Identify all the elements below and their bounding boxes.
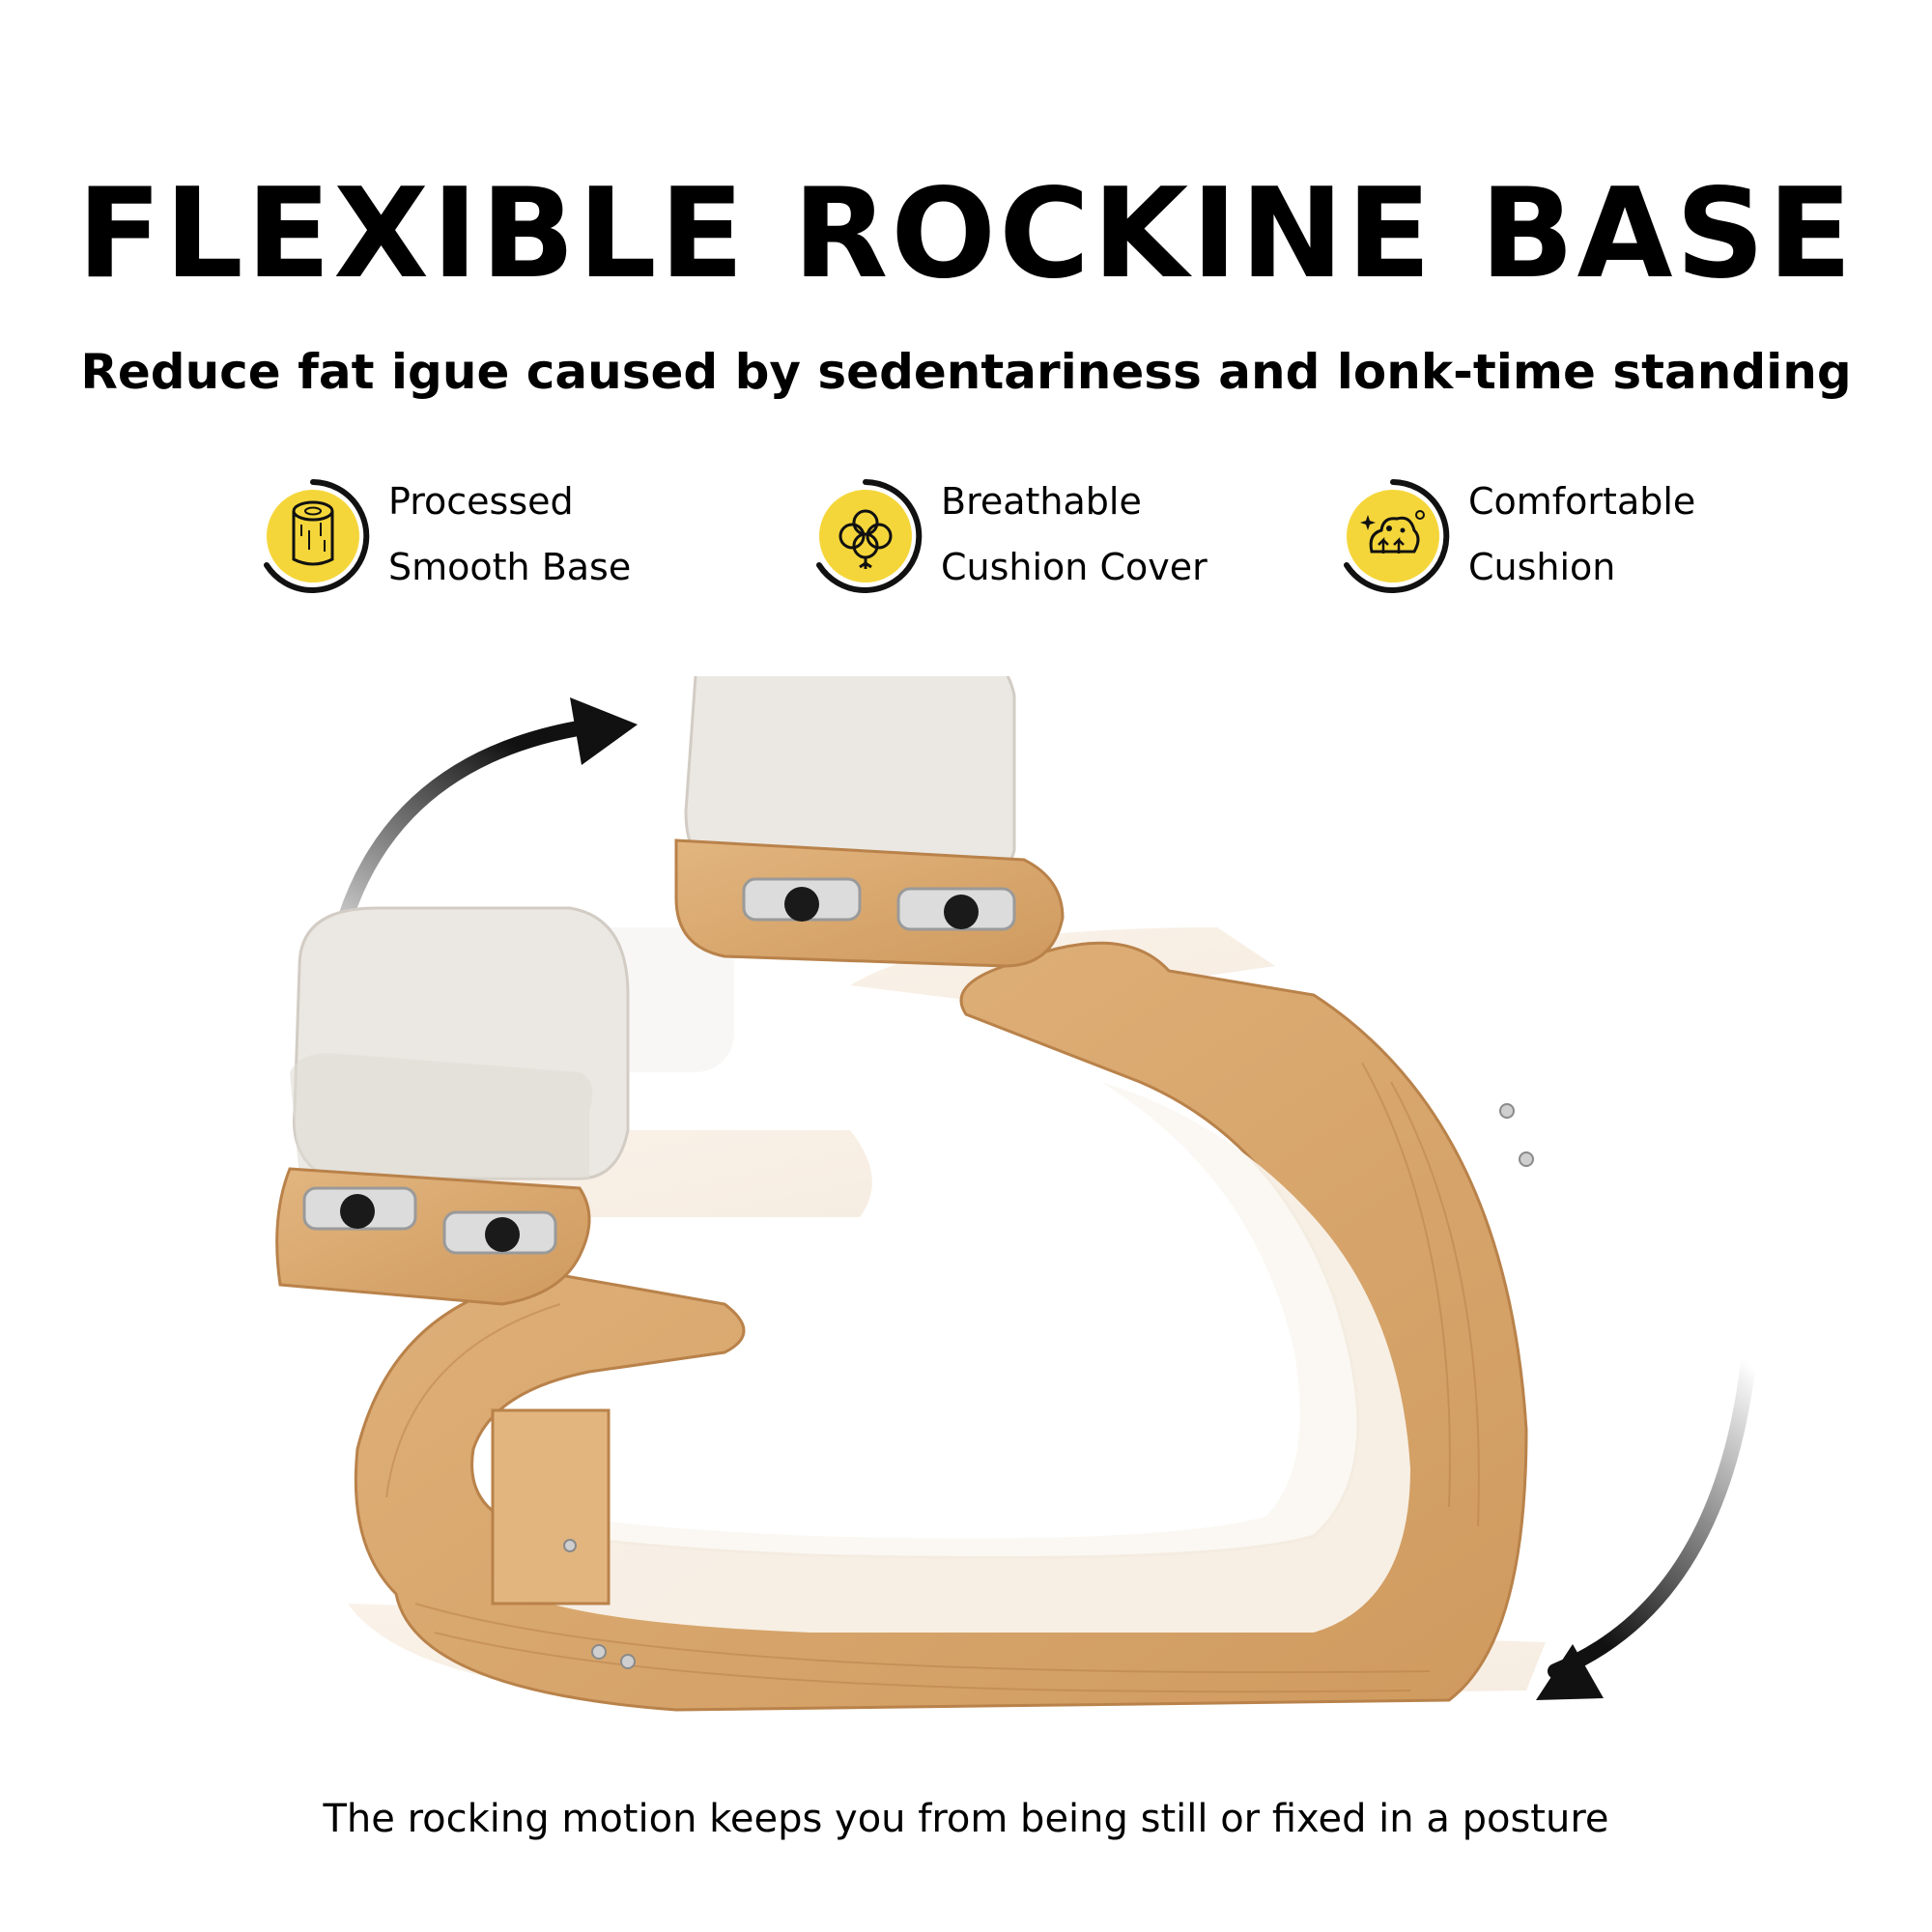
knob-icon xyxy=(784,887,819,922)
kneeling-chair-illustration xyxy=(275,676,1756,1712)
feature-line-2: Smooth Base xyxy=(388,546,632,588)
knob-icon xyxy=(340,1194,375,1229)
page-title: FLEXIBLE ROCKINE BASE xyxy=(76,162,1856,306)
rock-arrow-down-icon xyxy=(1536,1354,1756,1700)
knob-icon xyxy=(944,895,979,929)
knob-icon xyxy=(485,1217,520,1252)
support-block xyxy=(491,1408,611,1605)
screw-icon xyxy=(620,1654,636,1669)
feature-line-1: Processed xyxy=(388,480,574,523)
screw-icon xyxy=(591,1644,607,1660)
page-subtitle: Reduce fat igue caused by sedentariness … xyxy=(80,344,1852,400)
feature-line-1: Comfortable xyxy=(1468,480,1696,523)
cotton-icon xyxy=(816,479,923,593)
knee-cushion xyxy=(275,906,630,1306)
screw-icon xyxy=(1499,1103,1515,1119)
feature-line-2: Cushion xyxy=(1468,546,1616,588)
log-icon xyxy=(264,479,370,593)
seat-cushion xyxy=(674,676,1065,968)
feature-line-1: Breathable xyxy=(941,480,1142,523)
screw-icon xyxy=(563,1539,577,1552)
sponge-icon xyxy=(1344,479,1450,593)
screw-icon xyxy=(1519,1151,1534,1167)
feature-line-2: Cushion Cover xyxy=(941,546,1208,588)
caption: The rocking motion keeps you from being … xyxy=(323,1797,1609,1841)
